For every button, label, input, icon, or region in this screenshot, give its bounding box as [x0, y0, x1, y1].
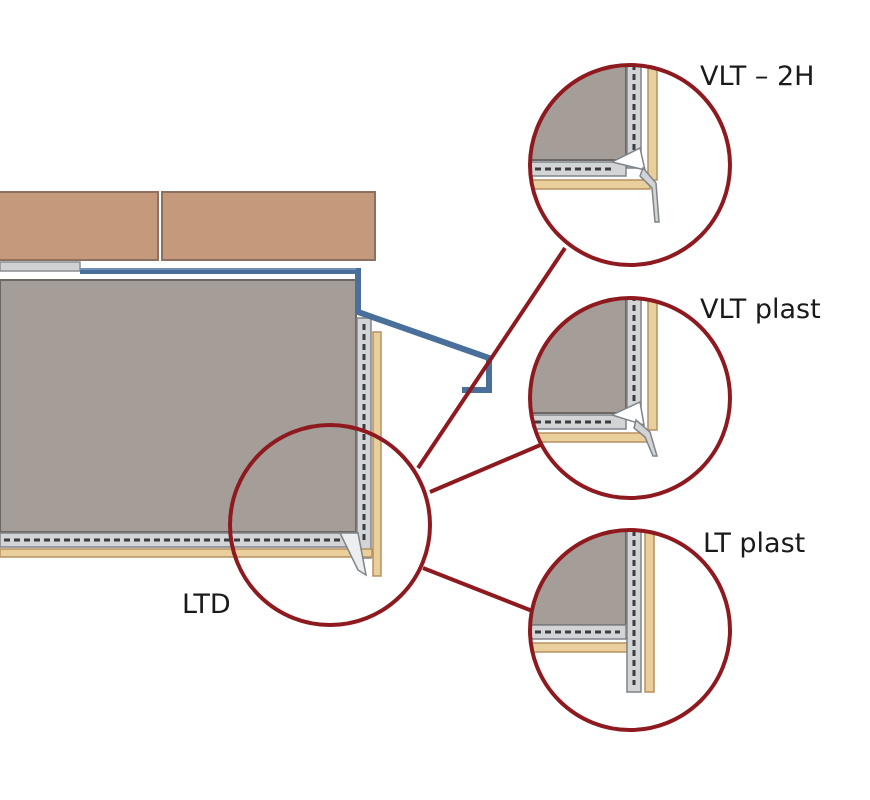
flashing-profile [80, 268, 492, 393]
detail-circle-top [528, 63, 732, 267]
callout-line-bottom [422, 566, 541, 616]
main-assembly [0, 191, 492, 577]
label-detail-bottom: LT plast [703, 528, 805, 559]
concrete-slab [0, 279, 357, 533]
label-detail-top: VLT – 2H [700, 61, 814, 92]
callout-line-top [416, 246, 567, 470]
roof-tile-right [161, 191, 376, 261]
vertical-insulation [372, 331, 382, 577]
corner-drip-piece [338, 532, 368, 577]
underlay-strip [0, 261, 81, 272]
callout-lines [416, 246, 567, 616]
main-detail-circle [228, 423, 432, 627]
bottom-insulation [0, 548, 373, 558]
detail-circle-bottom [528, 528, 732, 732]
label-detail-middle: VLT plast [700, 294, 821, 325]
roof-tile-left [0, 191, 159, 261]
label-main: LTD [182, 589, 231, 620]
detail-circle-middle [528, 296, 732, 500]
callout-line-middle [429, 441, 546, 494]
